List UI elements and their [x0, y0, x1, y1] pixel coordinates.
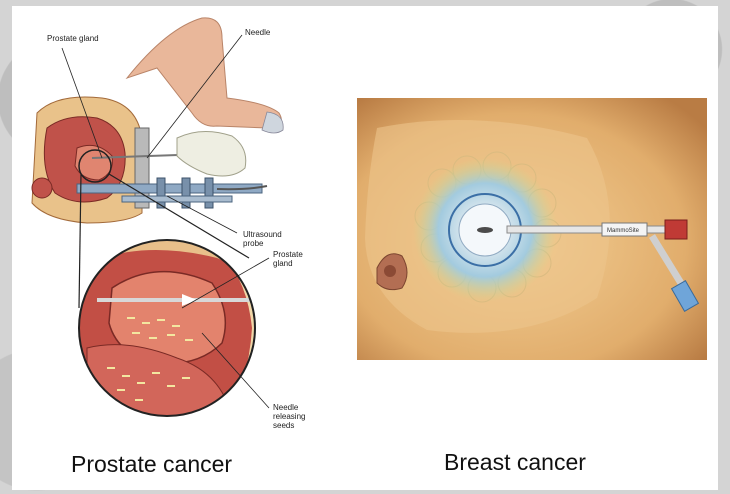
slide: Prostate gland Needle Ultrasound probe P… — [12, 6, 718, 490]
label-prostate-gland: Prostate gland — [47, 34, 99, 43]
caption-prostate-cancer: Prostate cancer — [71, 451, 232, 478]
prostate-illustration: Prostate gland Needle Ultrasound probe P… — [17, 8, 322, 436]
breast-illustration: MammoSite — [357, 98, 707, 360]
caption-breast-cancer: Breast cancer — [444, 449, 586, 476]
label-needle: Needle — [245, 28, 270, 37]
label-ultrasound-probe: Ultrasound probe — [243, 230, 282, 248]
breast-anatomy-drawing: MammoSite — [357, 98, 707, 360]
label-prostate-gland-inset: Prostate gland — [273, 250, 303, 268]
label-needle-releasing-seeds: Needle releasing seeds — [273, 403, 305, 430]
prostate-anatomy-drawing — [17, 8, 322, 436]
device-label-text: MammoSite — [607, 228, 640, 234]
